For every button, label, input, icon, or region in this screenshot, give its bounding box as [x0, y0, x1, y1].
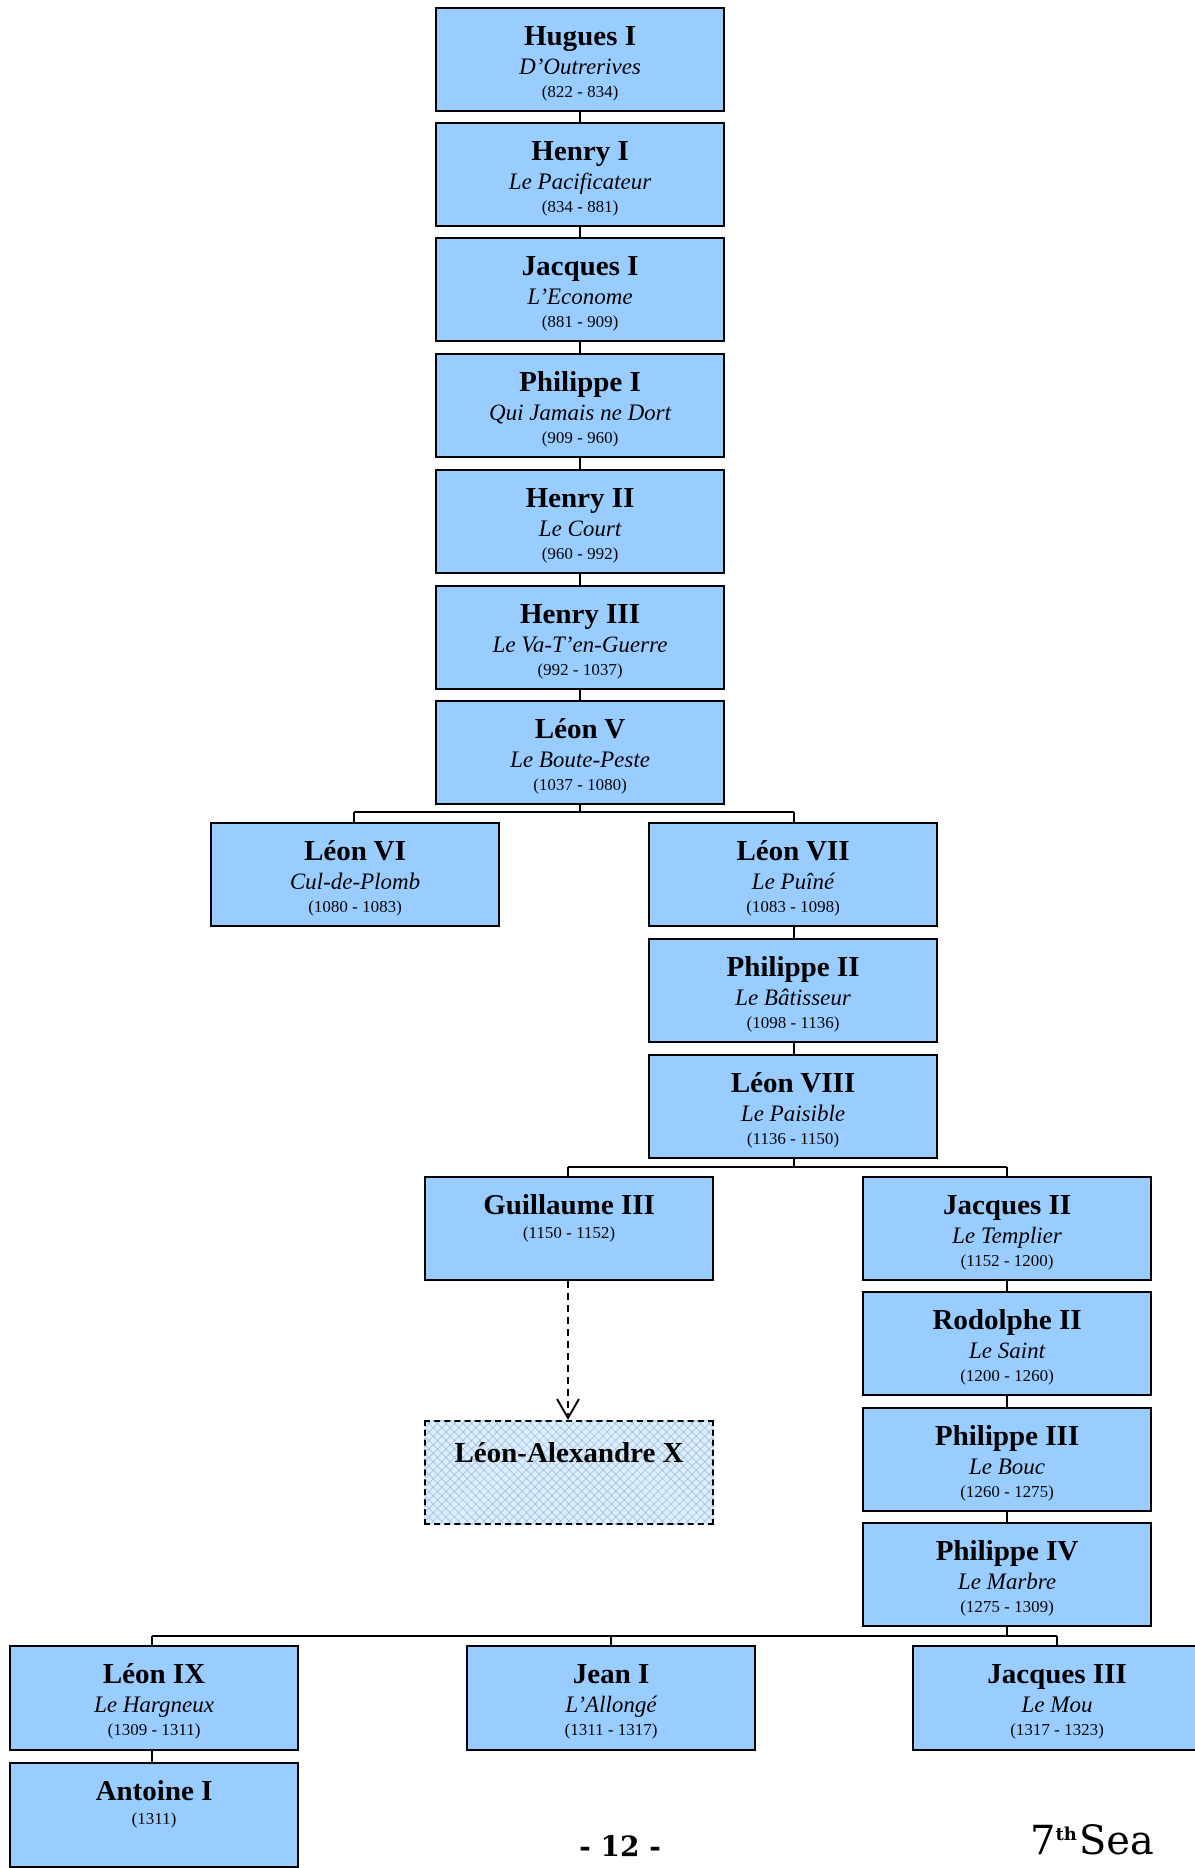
node-name: Hugues I	[523, 20, 636, 52]
node-name: Léon VI	[304, 835, 406, 867]
node-name: Léon IX	[102, 1658, 206, 1690]
node-epithet: Le Saint	[968, 1338, 1046, 1363]
node-dates: (1317 - 1323)	[1010, 1720, 1104, 1739]
brand-superscript: th	[1055, 1823, 1077, 1845]
node-epithet: L’Allongé	[565, 1692, 657, 1717]
node-name: Jean I	[572, 1658, 650, 1690]
node-epithet: Le Hargneux	[94, 1692, 214, 1717]
node-jacques-iii: Jacques III Le Mou (1317 - 1323)	[912, 1645, 1195, 1751]
node-name: Léon V	[534, 713, 626, 745]
node-dates: (1311)	[131, 1809, 177, 1828]
node-epithet: Le Boute-Peste	[510, 747, 650, 772]
node-dates: (822 - 834)	[541, 82, 619, 101]
node-dates: (1037 - 1080)	[533, 775, 627, 794]
node-leon-viii: Léon VIII Le Paisible (1136 - 1150)	[648, 1054, 938, 1159]
node-rodolphe-ii: Rodolphe II Le Saint (1200 - 1260)	[862, 1291, 1152, 1396]
node-name: Léon VIII	[730, 1067, 856, 1099]
node-name: Jacques I	[521, 250, 639, 282]
node-dates: (1136 - 1150)	[746, 1129, 840, 1148]
node-dates: (1150 - 1152)	[522, 1223, 616, 1242]
node-henry-ii: Henry II Le Court (960 - 992)	[435, 469, 725, 574]
page-number: - 12 -	[579, 1830, 661, 1863]
node-epithet: D’Outrerives	[519, 54, 641, 79]
node-name: Philippe II	[726, 951, 860, 983]
node-leon-v: Léon V Le Boute-Peste (1037 - 1080)	[435, 700, 725, 805]
node-epithet: Cul-de-Plomb	[289, 869, 421, 894]
node-dates: (1260 - 1275)	[960, 1482, 1054, 1501]
node-name: Antoine I	[95, 1775, 213, 1807]
node-leon-vii: Léon VII Le Puîné (1083 - 1098)	[648, 822, 938, 927]
node-name: Philippe III	[934, 1420, 1080, 1452]
node-dates: (1275 - 1309)	[960, 1597, 1054, 1616]
node-name: Léon VII	[736, 835, 850, 867]
node-epithet: Le Va-T’en-Guerre	[492, 632, 668, 657]
node-epithet: Le Pacificateur	[508, 169, 652, 194]
node-jacques-i: Jacques I L’Econome (881 - 909)	[435, 237, 725, 342]
node-name: Henry I	[531, 135, 629, 167]
node-dates: (834 - 881)	[541, 197, 619, 216]
node-dates: (960 - 992)	[541, 544, 619, 563]
brand-number: 7	[1030, 1818, 1056, 1864]
node-epithet: Le Court	[538, 516, 622, 541]
node-dates: (1200 - 1260)	[960, 1366, 1054, 1385]
node-leon-ix: Léon IX Le Hargneux (1309 - 1311)	[9, 1645, 299, 1751]
node-dates: (881 - 909)	[541, 312, 619, 331]
node-guillaume-iii: Guillaume III (1150 - 1152)	[424, 1176, 714, 1281]
node-name: Henry II	[525, 482, 635, 514]
arrow-head	[556, 1398, 580, 1420]
node-dates: (1309 - 1311)	[107, 1720, 201, 1739]
node-dates: (1083 - 1098)	[746, 897, 840, 916]
node-epithet: Le Bâtisseur	[735, 985, 851, 1010]
brand-word: Sea	[1078, 1818, 1154, 1864]
node-epithet: Le Bouc	[968, 1454, 1045, 1479]
node-hugues-i: Hugues I D’Outrerives (822 - 834)	[435, 7, 725, 112]
node-epithet: Le Puîné	[751, 869, 835, 894]
node-dates: (1098 - 1136)	[746, 1013, 840, 1032]
node-henry-iii: Henry III Le Va-T’en-Guerre (992 - 1037)	[435, 585, 725, 690]
node-dates: (1311 - 1317)	[564, 1720, 658, 1739]
node-philippe-ii: Philippe II Le Bâtisseur (1098 - 1136)	[648, 938, 938, 1043]
node-epithet: Le Paisible	[740, 1101, 846, 1126]
node-philippe-i: Philippe I Qui Jamais ne Dort (909 - 960…	[435, 353, 725, 458]
node-name: Henry III	[519, 598, 641, 630]
node-antoine-i: Antoine I (1311)	[9, 1762, 299, 1868]
node-jean-i: Jean I L’Allongé (1311 - 1317)	[466, 1645, 756, 1751]
node-dates: (992 - 1037)	[537, 660, 623, 679]
brand-logo: 7thSea	[1030, 1818, 1154, 1864]
node-epithet: Le Templier	[952, 1223, 1062, 1248]
node-name: Philippe IV	[935, 1535, 1079, 1567]
node-dates: (1152 - 1200)	[960, 1251, 1054, 1270]
node-name: Jacques III	[987, 1658, 1127, 1690]
node-epithet: Le Mou	[1021, 1692, 1093, 1717]
node-epithet: L’Econome	[527, 284, 633, 309]
node-name: Philippe I	[519, 366, 641, 398]
node-jacques-ii: Jacques II Le Templier (1152 - 1200)	[862, 1176, 1152, 1281]
node-leon-alexandre-x: Léon-Alexandre X	[424, 1420, 714, 1525]
node-name: Rodolphe II	[932, 1304, 1082, 1336]
node-philippe-iii: Philippe III Le Bouc (1260 - 1275)	[862, 1407, 1152, 1512]
node-name: Léon-Alexandre X	[454, 1437, 684, 1469]
node-dates: (909 - 960)	[541, 428, 619, 447]
node-leon-vi: Léon VI Cul-de-Plomb (1080 - 1083)	[210, 822, 500, 927]
node-philippe-iv: Philippe IV Le Marbre (1275 - 1309)	[862, 1522, 1152, 1627]
node-epithet: Qui Jamais ne Dort	[488, 400, 672, 425]
node-epithet: Le Marbre	[957, 1569, 1057, 1594]
node-name: Guillaume III	[483, 1189, 655, 1221]
node-henry-i: Henry I Le Pacificateur (834 - 881)	[435, 122, 725, 227]
node-dates: (1080 - 1083)	[308, 897, 402, 916]
node-name: Jacques II	[942, 1189, 1072, 1221]
